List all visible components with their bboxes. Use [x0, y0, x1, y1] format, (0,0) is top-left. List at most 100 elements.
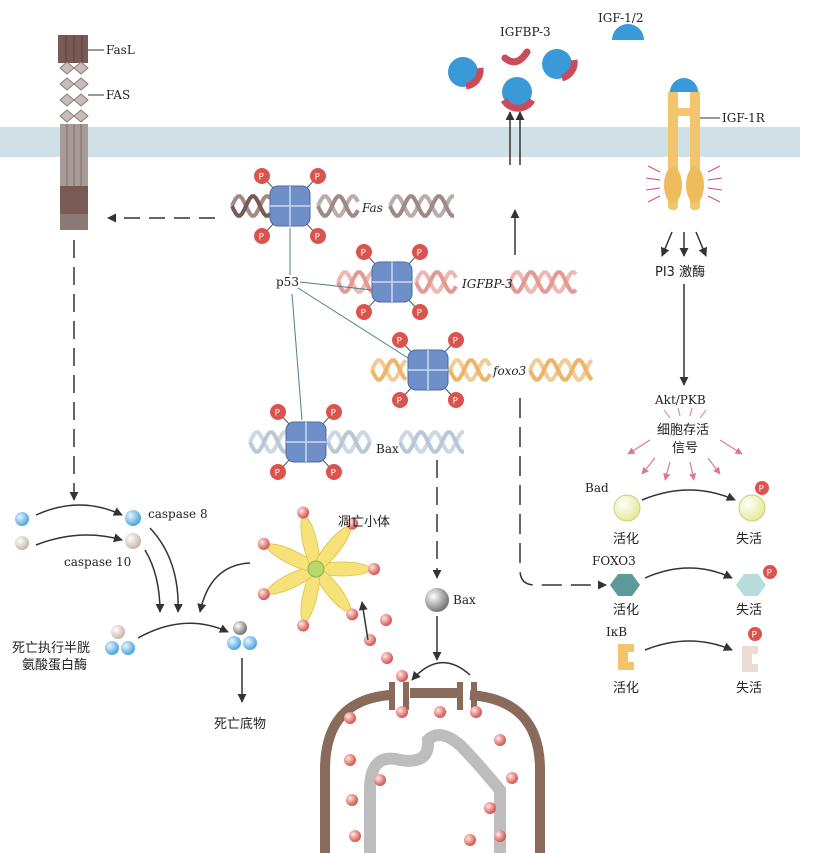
p53-tetramer-foxo3-phospho-0: [392, 332, 408, 348]
pro-executioner-icon-1: [111, 625, 125, 639]
p53-tetramer-foxo3-phospho-1: [448, 332, 464, 348]
apoptosome-center: [307, 560, 325, 578]
fas-gene-label: Fas: [361, 201, 383, 215]
cytochrome-c-dot-1: [364, 634, 376, 646]
ikb-active-icon: [618, 644, 634, 670]
p53-tetramer-bax-phospho-text-1: P: [331, 409, 337, 419]
p53-tetramer-foxo3-phospho-2: [392, 392, 408, 408]
executioner-icon-2: [227, 636, 241, 650]
cytochrome-c-dot-9: [506, 772, 518, 784]
ikb-active-label: 活化: [613, 681, 639, 696]
p53-tetramer-fas-phospho-1: [310, 168, 326, 184]
cytochrome-c-dot-14: [464, 834, 476, 846]
p53-tetramer-igfbp3-phospho-text-0: P: [361, 249, 367, 259]
p53-tetramer-igfbp3-phospho-text-2: P: [361, 309, 367, 319]
caspase10-icon: [125, 533, 141, 549]
p53-tetramer-igfbp3-phospho-text-1: P: [417, 249, 423, 259]
p53-tetramer-igfbp3-phospho-1: [412, 244, 428, 260]
igfbp3-dna-left: [336, 270, 374, 294]
bax-protein-icon: [425, 588, 449, 612]
caspase10-activation-arrow: [35, 533, 123, 546]
bad-active-label: 活化: [613, 532, 639, 547]
executioner-icon-3: [243, 636, 257, 650]
bax-gene-dna: [398, 430, 464, 454]
p53-tetramer-igfbp3-phospho-3: [412, 304, 428, 320]
caspase8-label: caspase 8: [148, 507, 208, 521]
cytochrome-c-dot-7: [344, 712, 356, 724]
p53-tetramer-foxo3-phospho-text-0: P: [397, 337, 403, 347]
bad-label: Bad: [585, 481, 609, 495]
p53-tetramer-foxo3-phospho-text-3: P: [453, 397, 459, 407]
cytochrome-c-dot-4: [396, 706, 408, 718]
igf1r-arrow-right: [695, 231, 708, 257]
p53-tetramer-fas-phospho-3: [310, 228, 326, 244]
p53-tetramer-bax-phospho-2: [270, 464, 286, 480]
cytochrome-c-dot-3: [396, 670, 408, 682]
igf1r-label: IGF-1R: [722, 111, 766, 125]
cytochrome-to-apoptosome-arrow: [358, 601, 369, 641]
apoptosome-bead-2: [297, 619, 310, 632]
akt-label: Akt/PKB: [654, 393, 706, 407]
foxo3-inactivation-arrow: [644, 567, 733, 579]
bax-protein-label: Bax: [453, 593, 476, 607]
ikb-phospho-text: P: [752, 631, 758, 641]
p53-tetramer-bax-phospho-3: [326, 464, 342, 480]
igfbp3-protein-label: IGFBP-3: [500, 25, 551, 39]
executioner-icon-1: [233, 621, 247, 635]
cytochrome-c-dot-16: [374, 774, 386, 786]
procaspase10-icon: [15, 536, 29, 550]
ikb-label: IκB: [606, 625, 627, 639]
fas-receptor-icon: [58, 35, 89, 230]
survival-signal-line1: 细胞存活: [657, 423, 709, 438]
receptor-activation-burst: [645, 165, 723, 203]
igf-ligand-icon: [612, 24, 644, 40]
foxo3-dna-left: [370, 358, 408, 382]
foxo3-phospho-text: P: [767, 569, 773, 579]
fas-gene-dna: [388, 194, 454, 218]
cytochrome-c-dot-6: [470, 706, 482, 718]
cytochrome-c-dot-10: [484, 802, 496, 814]
survival-signal-line2: 信号: [672, 441, 698, 456]
cytochrome-c-dot-5: [434, 706, 446, 718]
cytochrome-c-dot-2: [381, 652, 393, 664]
death-substrate-label: 死亡底物: [214, 716, 266, 732]
fas-receptor-label: FAS: [106, 88, 130, 102]
survival-signal-rays: [663, 407, 707, 419]
p53-tetramer-bax-phospho-text-2: P: [275, 469, 281, 479]
cytochrome-c-dot-15: [494, 830, 506, 842]
ikb-inactive-icon: [742, 646, 758, 672]
p53-tetramer-fas-phospho-text-3: P: [315, 233, 321, 243]
mitochondrion-release-arrow: [411, 661, 471, 681]
bax-dna-left: [248, 430, 286, 454]
cytochrome-c-dot-8: [494, 734, 506, 746]
apoptosome-bead-5: [297, 506, 310, 519]
apoptosome-bead-1: [346, 608, 359, 621]
foxo3-gene-dna: [528, 358, 594, 382]
foxo3-active-label: 活化: [613, 603, 639, 618]
foxo3-phospho-icon: [763, 565, 777, 579]
p53-tetramer-fas-phospho-text-1: P: [315, 173, 321, 183]
fasl-label: FasL: [106, 43, 135, 57]
p53-tetramer-foxo3-phospho-text-2: P: [397, 397, 403, 407]
bad-inactive-label: 失活: [736, 532, 762, 547]
pro-executioner-icon-2: [105, 641, 119, 655]
foxo3-inactive-label: 失活: [736, 603, 762, 618]
ikb-inactivation-arrow: [644, 640, 733, 651]
apoptosome-bead-6: [346, 517, 359, 530]
p53-tetramer-bax-phospho-0: [270, 404, 286, 420]
apoptosome-bead-3: [257, 588, 270, 601]
igfbp3-complex-icons: [448, 48, 578, 112]
executioner-activation-arrow: [137, 622, 229, 639]
bax-gene-label: Bax: [376, 442, 399, 456]
apoptosome-icon: [257, 506, 380, 632]
foxo3-inactive-icon: [736, 574, 766, 596]
p53-tetramer-igfbp3-phospho-2: [356, 304, 372, 320]
caspase8-activation-arrow: [35, 504, 123, 516]
